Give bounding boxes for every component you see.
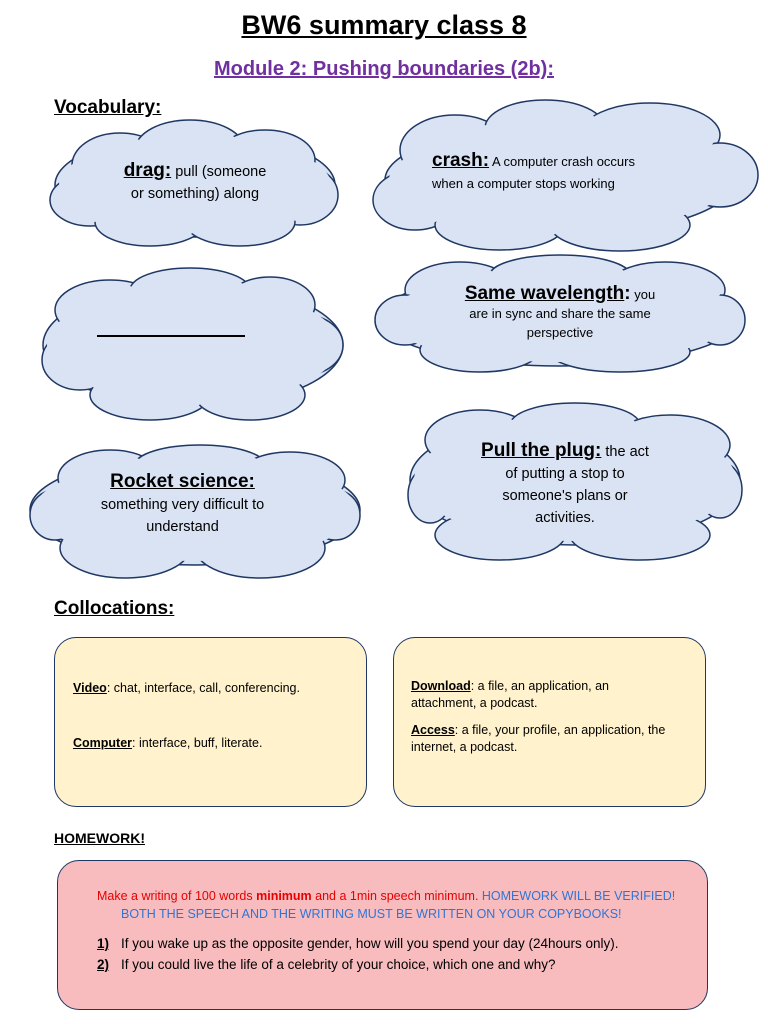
homework-box bbox=[57, 860, 708, 1010]
collocations-box-right bbox=[393, 637, 706, 807]
def-plug-3: someone's plans or bbox=[502, 488, 628, 504]
def-rocket-2: understand bbox=[146, 519, 219, 535]
cloud-same-wavelength-text: Same wavelength: you are in sync and sha… bbox=[420, 284, 700, 342]
homework-copybook-notice: BOTH THE SPEECH AND THE WRITING MUST BE … bbox=[121, 907, 622, 921]
def-drag-1: pull (someone bbox=[175, 164, 267, 180]
homework-verified-notice: HOMEWORK WILL BE VERIFIED! bbox=[481, 889, 676, 903]
collocation-text-access-1: : a file, your profile, an application, … bbox=[454, 723, 666, 737]
collocation-key-access: Access bbox=[411, 723, 455, 737]
homework-minimum: minimum bbox=[256, 889, 312, 903]
def-plug-2: of putting a stop to bbox=[505, 466, 625, 482]
term-same-wavelength: Same wavelength bbox=[464, 283, 625, 304]
question-1-number: 1) bbox=[97, 936, 110, 951]
def-wavelength-3: perspective bbox=[526, 325, 594, 340]
collocations-box-left bbox=[54, 637, 367, 807]
collocation-key-computer: Computer bbox=[73, 736, 133, 750]
question-2-number: 2) bbox=[97, 957, 110, 972]
cloud-rocket-science-text: Rocket science: something very difficult… bbox=[65, 471, 300, 538]
homework-heading: HOMEWORK! bbox=[54, 830, 145, 846]
term-crash: crash: bbox=[432, 150, 490, 171]
question-2-text: If you could live the life of a celebrit… bbox=[121, 957, 556, 972]
collocation-text-video: : chat, interface, call, conferencing. bbox=[106, 681, 300, 695]
homework-instruction: Make a writing of 100 words minimum and … bbox=[97, 888, 697, 905]
def-plug-1: the act bbox=[605, 444, 649, 460]
collocation-key-video: Video bbox=[73, 681, 107, 695]
def-crash-2: when a computer stops working bbox=[432, 176, 615, 191]
collocation-video: Video: chat, interface, call, conferenci… bbox=[73, 680, 358, 697]
collocation-text-computer: : interface, buff, literate. bbox=[132, 736, 263, 750]
question-1-text: If you wake up as the opposite gender, h… bbox=[121, 936, 619, 951]
def-plug-4: activities. bbox=[535, 510, 595, 526]
collocation-text-access-2: internet, a podcast. bbox=[411, 740, 518, 754]
term-pull-the-plug: Pull the plug: bbox=[481, 440, 602, 461]
module-subtitle: Module 2: Pushing boundaries (2b): bbox=[214, 58, 554, 80]
collocations-heading: Collocations: bbox=[54, 598, 175, 619]
collocation-key-download: Download bbox=[411, 679, 471, 693]
cloud-drag-text: drag: pull (someone or something) along bbox=[80, 160, 310, 205]
cloud-crash-text: crash: A computer crash occurs when a co… bbox=[400, 150, 690, 195]
collocation-text-download-1: : a file, an application, an bbox=[470, 679, 610, 693]
homework-question-1: 1) If you wake up as the opposite gender,… bbox=[97, 934, 619, 954]
term-drag: drag: bbox=[123, 160, 172, 181]
collocation-download: Download: a file, an application, an att… bbox=[411, 678, 696, 712]
def-wavelength-1: you bbox=[634, 287, 656, 302]
homework-question-2: 2) If you could live the life of a celebr… bbox=[97, 955, 556, 975]
collocation-access: Access: a file, your profile, an applica… bbox=[411, 722, 696, 756]
collocation-text-download-2: attachment, a podcast. bbox=[411, 696, 538, 710]
def-rocket-1: something very difficult to bbox=[100, 497, 265, 513]
collocation-computer: Computer: interface, buff, literate. bbox=[73, 735, 358, 752]
def-crash-1: A computer crash occurs bbox=[491, 154, 635, 169]
blank-answer-line bbox=[97, 335, 245, 337]
cloud-pull-the-plug-text: Pull the plug: the act of putting a stop… bbox=[450, 440, 680, 529]
vocabulary-heading: Vocabulary: bbox=[54, 97, 162, 118]
homework-instruction-part1: Make a writing of 100 words bbox=[97, 889, 257, 903]
page-title: BW6 summary class 8 bbox=[241, 10, 527, 40]
term-colon: : bbox=[624, 283, 631, 304]
def-wavelength-2: are in sync and share the same bbox=[469, 306, 651, 321]
homework-instruction-part2: and a 1min speech minimum. bbox=[311, 889, 482, 903]
term-rocket-science: Rocket science: bbox=[110, 471, 255, 492]
def-drag-2: or something) along bbox=[130, 186, 260, 202]
